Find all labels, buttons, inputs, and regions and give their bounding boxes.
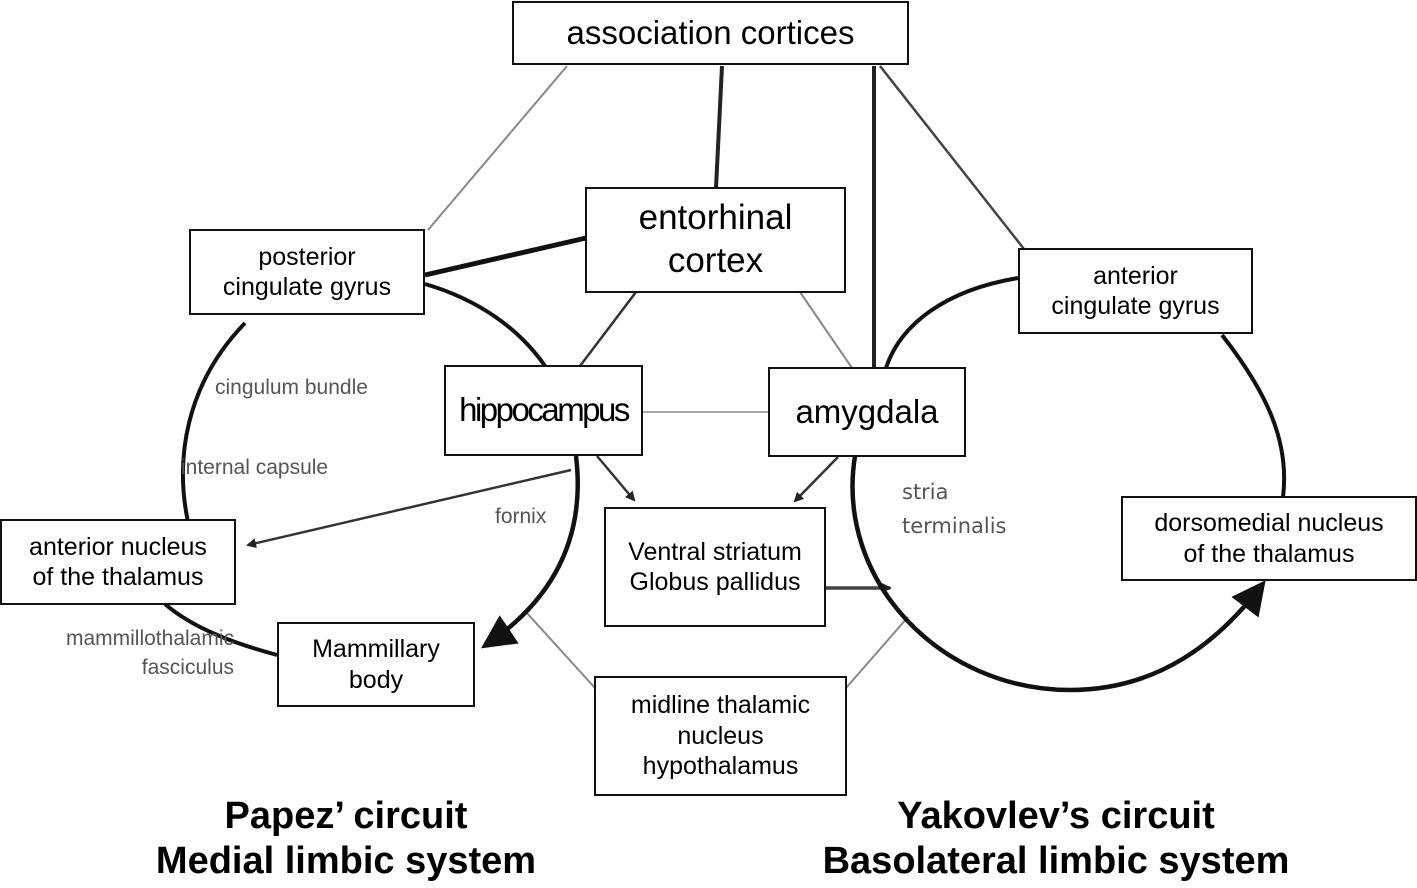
node-mammillary-body: Mammillary body [277, 622, 475, 707]
node-anterior-nucleus-thalamus: anterior nucleus of the thalamus [0, 519, 236, 605]
arc-stria-terminalis [850, 455, 1266, 693]
label-internal-capsule: internal capsule [181, 456, 329, 479]
node-ventral-striatum: Ventral striatum Globus pallidus [604, 507, 826, 627]
arc-anterior-cingulate-amygdala [884, 276, 1019, 369]
node-anterior-cingulate-gyrus: anterior cingulate gyrus [1018, 248, 1253, 334]
edge-hippocampus-ventral-striatum [596, 455, 636, 502]
edge-posterior-cingulate-entorhinal [424, 235, 587, 278]
edge-entorhinal-hippocampus [579, 291, 637, 367]
node-entorhinal-cortex: entorhinal cortex [585, 187, 846, 293]
arc-cingulum-bundle [180, 321, 247, 523]
arc-mammillothalamic [163, 602, 278, 657]
label-mammillothalamic-fasciculus: mammillothalamic fasciculus [65, 627, 234, 680]
title-yakovlev-circuit: Yakovlev’s circuit Basolateral limbic sy… [822, 795, 1290, 882]
node-label: Ventral striatum Globus pallidus [628, 537, 802, 597]
node-label: amygdala [795, 392, 939, 430]
node-label: association cortices [566, 13, 855, 51]
node-label: anterior nucleus of the thalamus [29, 532, 207, 592]
title-papez-circuit: Papez’ circuit Medial limbic system [155, 795, 537, 882]
node-label: midline thalamic nucleus hypothalamus [630, 691, 811, 781]
arc-anterior-cingulate-dorsomedial [1220, 333, 1287, 498]
node-label: posterior cingulate gyrus [222, 242, 392, 302]
node-hippocampus: hippocampus [444, 365, 643, 456]
arc-posterior-cingulate-hippocampus [424, 282, 547, 368]
node-label: anterior cingulate gyrus [1051, 261, 1220, 321]
node-dorsomedial-nucleus-thalamus: dorsomedial nucleus of the thalamus [1121, 496, 1417, 581]
arc-fornix [481, 455, 581, 649]
label-fornix: fornix [495, 505, 547, 528]
edge-association-posterior-cingulate [427, 65, 568, 231]
node-amygdala: amygdala [768, 367, 966, 457]
edge-entorhinal-amygdala [799, 291, 853, 369]
edge-hippocampus-anterior-nucleus [246, 468, 572, 549]
node-label: entorhinal cortex [638, 198, 793, 280]
edge-association-anterior-cingulate [879, 65, 1025, 250]
label-cingulum-bundle: cingulum bundle [215, 376, 368, 399]
node-midline-thalamic-hypothalamus: midline thalamic nucleus hypothalamus [594, 676, 847, 796]
edge-midline-mammillary [525, 611, 596, 689]
node-association-cortices: association cortices [512, 1, 909, 65]
edge-amygdala-ventral-striatum [793, 456, 839, 503]
edge-midline-yakovlev [845, 616, 909, 689]
node-label: hippocampus [459, 391, 630, 429]
node-label: dorsomedial nucleus of the thalamus [1154, 509, 1384, 568]
node-label: Mammillary body [312, 635, 440, 694]
node-posterior-cingulate-gyrus: posterior cingulate gyrus [189, 229, 425, 315]
edge-association-entorhinal [714, 65, 724, 189]
label-stria-terminalis: stria terminalis [902, 480, 1007, 538]
